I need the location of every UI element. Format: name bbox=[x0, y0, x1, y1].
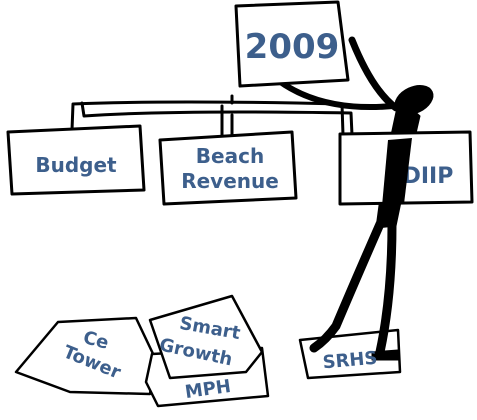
year-sign-label: 2009 bbox=[245, 27, 340, 67]
connector-lines bbox=[70, 94, 354, 142]
paper-srhs-label: SRHS bbox=[322, 348, 378, 374]
box-budget: Budget bbox=[6, 124, 146, 196]
box-budget-label: Budget bbox=[35, 153, 117, 177]
paper-ce-tower bbox=[14, 316, 157, 396]
box-beach-revenue-line1: Beach bbox=[196, 144, 264, 168]
year-sign: 2009 bbox=[234, 0, 350, 88]
box-beach-revenue: Beach Revenue bbox=[158, 130, 298, 206]
figure-head bbox=[394, 84, 434, 116]
figure-body-front bbox=[382, 138, 412, 206]
box-diip-label: DIIP bbox=[403, 164, 454, 189]
box-beach-revenue-line2: Revenue bbox=[181, 169, 279, 193]
paper-smart-growth bbox=[148, 294, 264, 380]
